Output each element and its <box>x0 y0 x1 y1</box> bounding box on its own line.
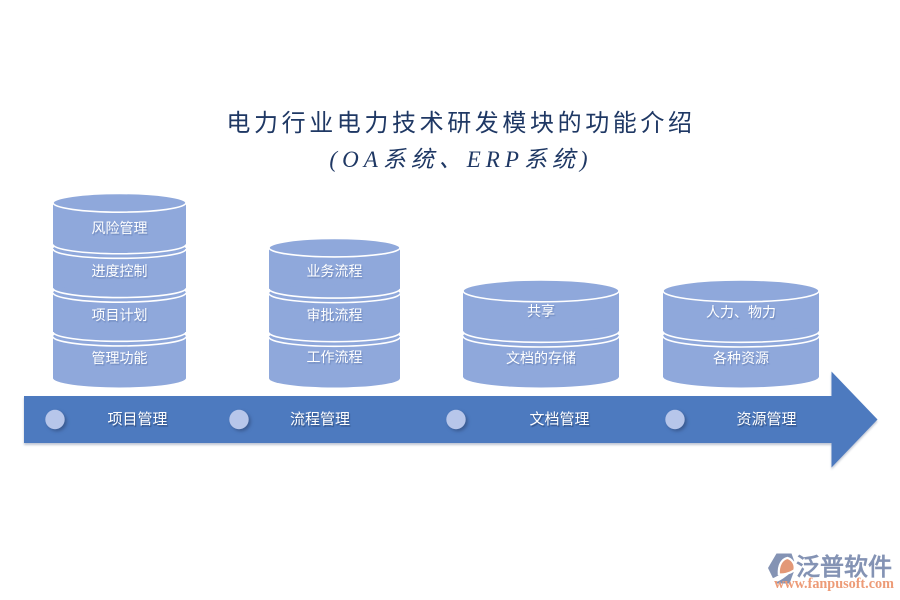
cylinder-top-rim <box>662 279 820 303</box>
cylinder-separator-rim <box>662 331 820 344</box>
cylinder-separator-rim <box>662 335 820 348</box>
logo-hexagon-icon <box>767 553 797 585</box>
cylinder-separator-rim <box>462 335 620 348</box>
cylinder-segment <box>53 193 186 254</box>
cylinder-top-rim <box>268 237 401 258</box>
cylinder-separator-rim <box>52 248 187 260</box>
arrow-marker-dot <box>45 409 65 430</box>
cylinder-segment-label: 管理功能 <box>91 349 148 366</box>
cylinder-segment-label: 业务流程 <box>306 263 363 279</box>
arrow-category-label: 项目管理 <box>107 411 168 429</box>
logo-website-text: www.fanpusoft.com <box>774 576 894 592</box>
cylinder-separator-rim <box>268 332 401 343</box>
cylinder-segment-label: 工作流程 <box>306 349 363 365</box>
cylinder-stack-process <box>268 237 401 388</box>
cylinder-segment <box>269 327 400 388</box>
title-line2: (OA系统、ERP系统) <box>329 146 593 172</box>
arrow-category-label: 文档管理 <box>529 411 590 429</box>
cylinder-separator-rim <box>52 292 187 303</box>
cylinder-segment-label: 共享 <box>527 303 555 319</box>
cylinder-separator-rim <box>268 293 401 304</box>
cylinder-segment-label: 各种资源 <box>713 350 769 366</box>
cylinder-segment <box>269 238 400 299</box>
logo-sail-shape <box>777 556 796 576</box>
cylinder-separator-rim <box>52 336 187 347</box>
cylinder-segment <box>53 239 186 298</box>
cylinder-separator-rim <box>268 288 401 299</box>
cylinder-top-rim <box>462 279 620 303</box>
cylinder-separator-rim <box>462 331 620 344</box>
cylinder-segment-label: 审批流程 <box>306 307 363 323</box>
arrow-marker-dot <box>446 409 466 430</box>
cylinder-segment <box>53 283 186 342</box>
cylinder-segment-label: 风险管理 <box>91 219 148 236</box>
arrow-category-label: 资源管理 <box>736 411 797 429</box>
arrow-marker-dot <box>665 409 685 430</box>
arrow-category-label: 流程管理 <box>289 411 350 429</box>
logo-brand-text: 泛普软件 <box>796 555 892 581</box>
arrow-marker-dot <box>229 409 249 430</box>
footer-logo: 泛普软件 www.fanpusoft.com <box>765 550 897 596</box>
cylinder-stack-project <box>52 192 187 388</box>
title-line1: 电力行业电力技术研发模块的功能介绍 <box>226 110 696 137</box>
cylinder-stack-resource <box>662 279 820 388</box>
cylinder-segment-label: 进度控制 <box>91 262 148 279</box>
cylinder-separator-rim <box>268 336 401 348</box>
cylinder-segment-label: 项目计划 <box>91 307 148 323</box>
cylinder-segment-label: 人力、物力 <box>706 303 776 320</box>
cylinder-segment <box>53 327 186 388</box>
cylinder-separator-rim <box>52 331 187 343</box>
cylinder-segment-label: 文档的存储 <box>506 350 576 366</box>
cylinder-separator-rim <box>52 244 187 255</box>
cylinder-top-rim <box>52 192 187 213</box>
arrow-markers <box>45 409 685 430</box>
cylinder-separator-rim <box>52 287 187 299</box>
cylinder-segment <box>269 284 400 342</box>
cylinder-stack-document <box>462 279 620 388</box>
